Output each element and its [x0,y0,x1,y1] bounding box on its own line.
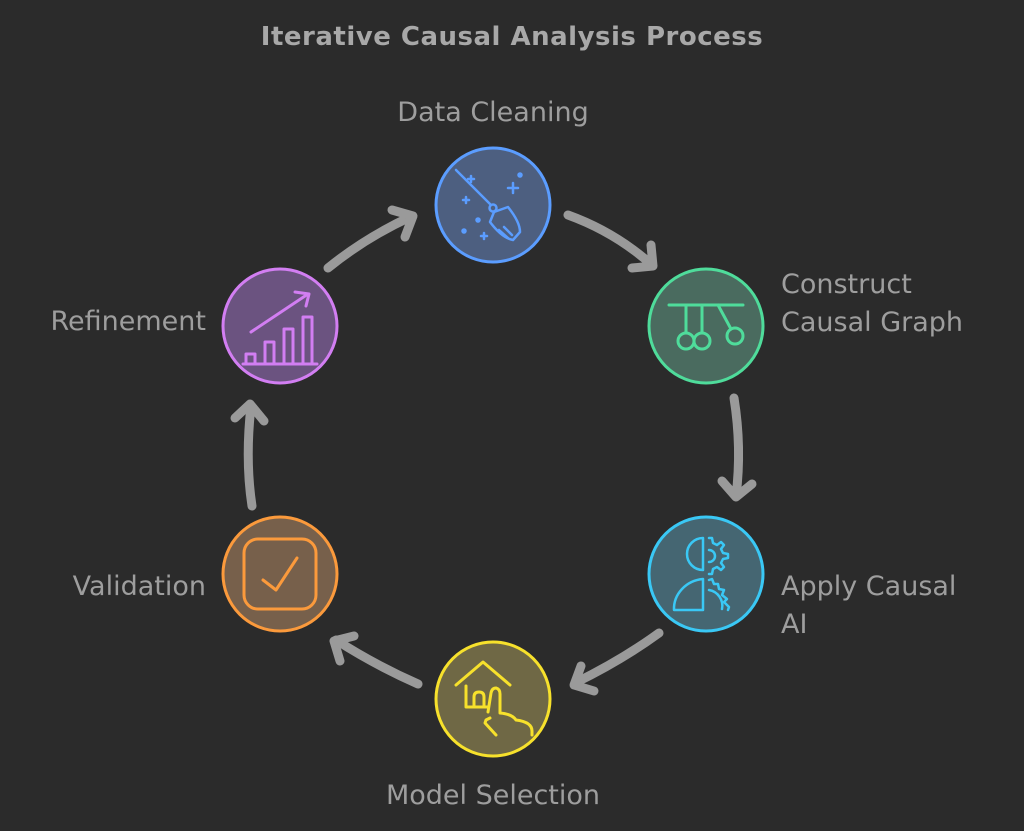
newtons-cradle-icon [667,303,745,351]
growth-chart-icon [241,290,319,366]
step-data-cleaning [434,146,552,264]
step-label-refinement: Refinement [50,306,206,337]
step-circle [434,640,552,758]
step-label-line: AI [781,609,808,640]
arrow-apply-to-model [569,628,664,696]
diagram-title: Iterative Causal Analysis Process [260,22,764,52]
step-label-validation: Validation [72,571,206,602]
arrow-refinement-to-data-cleaning [323,205,418,273]
step-label-data-cleaning: Data Cleaning [397,97,589,128]
step-label-line: Apply Causal [781,571,957,602]
step-label-construct-causal-graph: Construct Causal Graph [781,266,963,342]
arrow-construct-to-apply [717,393,757,502]
step-label-model-selection: Model Selection [385,780,601,811]
step-circle [647,267,765,385]
step-label-apply-causal-ai: Apply Causal AI [781,568,956,644]
step-validation [221,515,339,633]
human-gear-icon [672,536,731,612]
step-apply-causal-ai [647,515,765,633]
checkbox-icon [242,537,318,611]
step-construct-causal-graph [647,267,765,385]
house-hand-icon [454,660,534,737]
step-circle [647,515,765,633]
broom-icon [454,168,523,242]
step-refinement [221,267,339,385]
arrow-model-to-validation [329,631,423,689]
step-circle [221,267,339,385]
arrow-validation-to-refinement [230,399,269,511]
arrow-data-cleaning-to-construct [563,210,658,273]
step-label-line: Causal Graph [781,307,964,338]
step-circle [221,515,339,633]
step-label-line: Construct [781,269,912,300]
step-model-selection [434,640,552,758]
